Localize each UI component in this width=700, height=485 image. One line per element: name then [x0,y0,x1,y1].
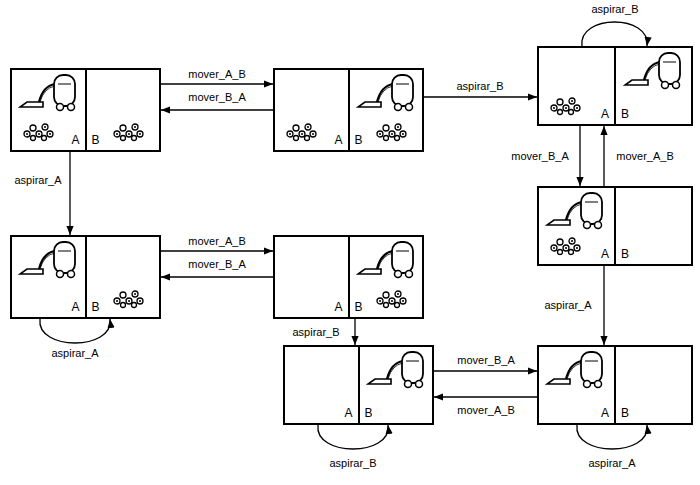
vacuum-icon [20,75,75,111]
cell-divider [85,70,87,150]
action-label: mover_A_B [186,68,247,81]
action-label: mover_A_B [614,150,675,163]
action-label: aspirar_A [586,457,637,470]
transition-arrow [577,425,647,449]
cell-name: A [601,406,609,420]
vacuum-icon [20,242,75,278]
action-label: aspirar_B [327,457,378,470]
cell-divider [348,237,350,317]
state-box: AB [273,68,424,152]
vacuum-icon [547,352,602,388]
cell-name: B [365,406,373,420]
transition-arrow [40,319,110,343]
cell-name: A [344,406,352,420]
action-label: mover_B_A [186,258,247,271]
vacuum-icon [368,352,423,388]
state-box: AB [537,46,693,126]
cell-name: B [621,247,629,261]
state-box: AB [537,345,693,425]
cell-name: B [355,133,363,147]
dirt-icon [551,98,580,115]
transition-arrow [603,266,604,345]
transition-arrow [434,370,537,371]
cell-name: A [71,133,79,147]
action-label: aspirar_A [49,347,100,360]
transition-arrow [424,96,537,97]
cell-name: B [92,300,100,314]
cell-name: A [71,300,79,314]
cell-name: B [621,406,629,420]
action-label: aspirar_A [542,299,593,312]
transition-arrow [161,109,273,110]
cell-divider [614,48,616,124]
vacuum-icon [625,53,680,89]
transition-arrow [434,396,537,397]
dirt-icon [551,238,580,255]
cell-name: B [355,300,363,314]
state-box: AB [10,68,161,152]
dirt-icon [377,291,406,308]
transition-arrow [161,83,273,84]
cell-name: A [334,133,342,147]
cell-name: A [601,247,609,261]
dirt-icon [377,124,406,141]
state-box: AB [273,235,424,319]
cell-name: B [92,133,100,147]
cell-divider [348,70,350,150]
vacuum-icon [547,193,602,229]
transition-arrow [579,126,580,186]
state-box: AB [283,345,434,425]
cell-divider [358,347,360,423]
action-label: mover_B_A [186,91,247,104]
cell-divider [614,347,616,423]
dirt-icon [24,124,53,141]
transition-arrow [161,276,273,277]
cell-divider [85,237,87,317]
state-box: AB [10,235,161,319]
transition-arrow [161,250,273,251]
action-label: aspirar_B [589,3,640,16]
cell-name: A [334,300,342,314]
vacuum-icon [358,75,413,111]
cell-name: A [601,107,609,121]
dirt-icon [114,124,143,141]
cell-name: B [621,107,629,121]
action-label: mover_B_A [509,150,570,163]
state-box: AB [537,186,693,266]
action-label: aspirar_B [290,326,341,339]
dirt-icon [287,124,316,141]
action-label: mover_A_B [186,235,247,248]
cell-divider [614,188,616,264]
transition-arrow [318,425,388,449]
action-label: aspirar_B [454,80,505,93]
transition-arrow [69,152,70,235]
transition-arrow [603,126,604,186]
transition-arrow [354,319,355,345]
action-label: mover_A_B [455,404,516,417]
vacuum-icon [358,242,413,278]
dirt-icon [114,291,143,308]
transition-arrow [582,22,647,46]
action-label: mover_B_A [455,354,516,367]
action-label: aspirar_A [12,174,63,187]
